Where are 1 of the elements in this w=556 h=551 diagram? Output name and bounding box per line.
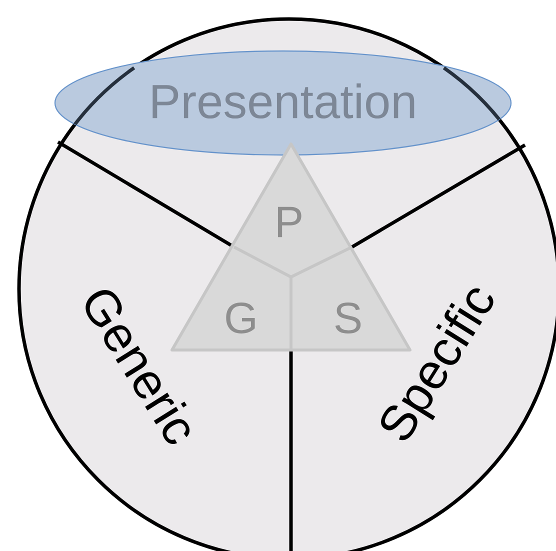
triangle-drawing: P G S xyxy=(170,142,412,352)
